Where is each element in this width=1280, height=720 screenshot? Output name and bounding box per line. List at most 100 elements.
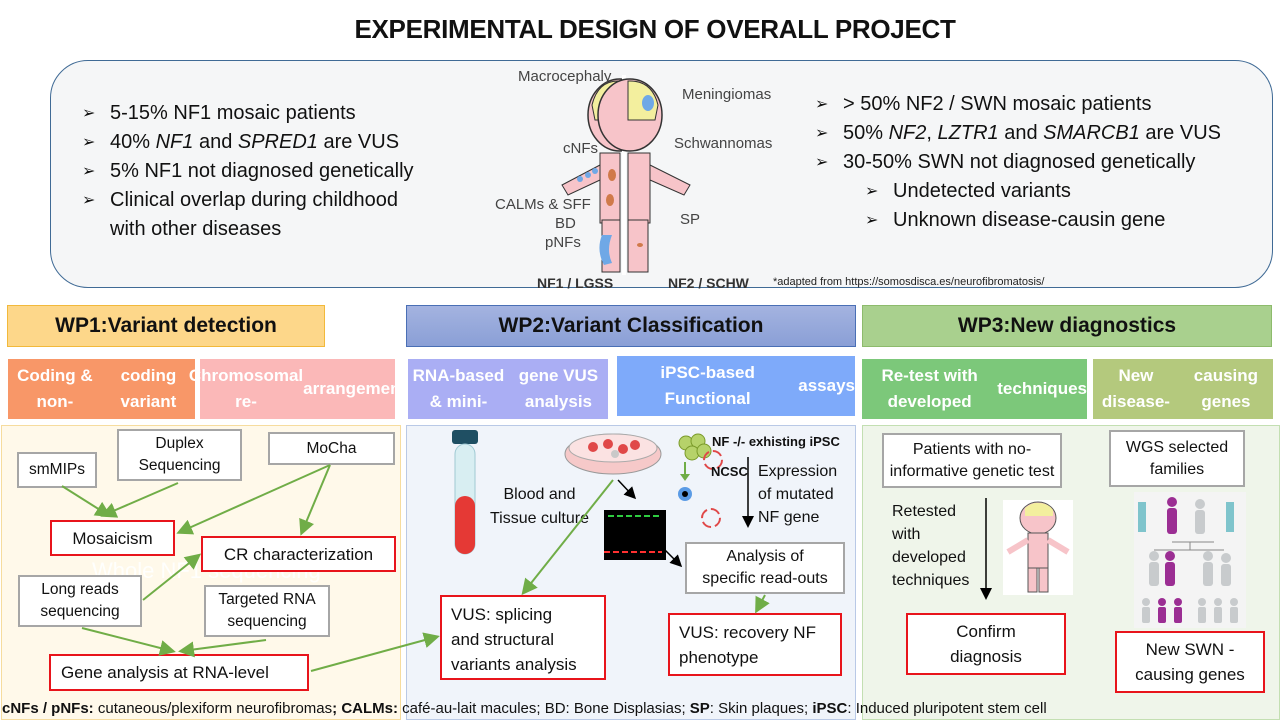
caption-nf2-schw: NF2 / SCHW — [668, 275, 749, 291]
nf1-bullet-list: ➢5-15% NF1 mosaic patients➢40% NF1 and S… — [82, 99, 414, 215]
label-calms-sff: CALMs & SFF — [495, 196, 591, 213]
sub-rna-based: RNA-based & mini-gene VUS analysis — [408, 359, 608, 419]
bullet-text: Unknown disease-causin gene — [893, 209, 1166, 231]
line: developed — [892, 549, 966, 566]
child-thumbnail-image — [1003, 500, 1073, 595]
line: Tissue culture — [490, 510, 589, 527]
ncsc-label: NCSC — [711, 464, 748, 479]
sub-line: assays — [798, 376, 855, 395]
line: WGS selected — [1125, 438, 1229, 456]
differentiation-arrow-icon — [678, 462, 692, 501]
nf2-sub-bullet: ➢Unknown disease-causin gene — [865, 206, 1165, 235]
footer-definition: café-au-lait macules; BD: Bone Displasia… — [397, 700, 690, 717]
sub-line: Re-test with developed — [881, 366, 978, 411]
outcome-cr-characterization: CR characterization — [201, 536, 396, 572]
line: diagnosis — [950, 647, 1022, 666]
petri-dish-icon — [564, 433, 662, 475]
label-sp: SP — [680, 211, 701, 228]
label-schwannomas: Schwannomas — [674, 135, 773, 152]
wp2-header: WP2:Variant Classification — [406, 305, 856, 347]
method-smmips: smMIPs — [17, 452, 97, 488]
page-title: EXPERIMENTAL DESIGN OF OVERALL PROJECT — [354, 14, 956, 44]
outcome-mosaicism: Mosaicism — [50, 520, 175, 556]
bullet-text: > 50% NF2 / SWN mosaic patients — [843, 93, 1152, 115]
bullet-arrow-icon: ➢ — [815, 96, 829, 113]
sub-line: coding variant — [120, 366, 177, 411]
line: of mutated — [758, 486, 834, 503]
bullet-text: Undetected variants — [893, 180, 1071, 202]
line: Confirm — [956, 622, 1016, 641]
nf2-half-body — [597, 78, 691, 273]
footer-definition: cutaneous/plexiform neurofibromas — [93, 700, 333, 717]
outcome-gene-rna-analysis: Gene analysis at RNA-level — [49, 654, 309, 691]
wp1-header: WP1:Variant detection — [7, 305, 325, 347]
method-mocha: MoCha — [268, 432, 395, 465]
bullet-text: 30-50% SWN not diagnosed genetically — [843, 151, 1196, 173]
line: Blood and — [503, 486, 576, 503]
sub-chromosomal-rearrangement: Chromosomal re-arrangement — [189, 359, 406, 419]
patients-box: Patients with no-informative genetic tes… — [882, 433, 1062, 488]
line: informative genetic test — [889, 462, 1055, 480]
nf2-bullet: ➢ 50% NF2, LZTR1 and SMARCB1 are VUS — [815, 119, 1221, 148]
nf1-bullet: ➢ 5% NF1 not diagnosed genetically — [82, 157, 414, 186]
bullet-text: 50% NF2, LZTR1 and SMARCB1 are VUS — [843, 122, 1221, 144]
line: New SWN - — [1145, 640, 1235, 659]
sub-line: RNA-based & mini- — [412, 366, 505, 411]
nf1-bullet: ➢ Clinical overlap during childhood — [82, 186, 414, 215]
blood-tube-icon — [452, 430, 478, 555]
western-blot-image — [604, 510, 666, 560]
bullet-text: Clinical overlap during childhood — [110, 189, 398, 211]
line: families — [1149, 460, 1205, 478]
sub-line: New disease- — [1101, 366, 1170, 411]
line: techniques — [892, 572, 970, 589]
bullet-text: 40% NF1 and SPRED1 are VUS — [110, 131, 400, 153]
line: Long reads — [41, 581, 119, 598]
line: sequencing — [227, 613, 307, 630]
label-meningiomas: Meningiomas — [682, 86, 772, 103]
bullet-arrow-icon: ➢ — [815, 154, 829, 171]
nf2-bullet: ➢ > 50% NF2 / SWN mosaic patients — [815, 90, 1221, 119]
nf2-bullet-list: ➢ > 50% NF2 / SWN mosaic patients ➢ 50% NF2… — [815, 90, 1221, 177]
method-targeted-rna: Targeted RNA sequencing — [204, 585, 330, 637]
label-cnfs: cNFs — [563, 140, 598, 157]
bullet-arrow-icon: ➢ — [82, 192, 96, 209]
wp3-header: WP3:New diagnostics — [862, 305, 1272, 347]
bullet-arrow-icon: ➢ — [82, 105, 96, 122]
line: specific read-outs — [702, 570, 828, 587]
bullet-arrow-icon: ➢ — [815, 125, 829, 142]
line: with — [892, 526, 921, 543]
line: and structural — [451, 630, 554, 649]
line: causing genes — [1135, 665, 1245, 684]
sub-line: Chromosomal re- — [188, 366, 304, 411]
line: Sequencing — [138, 457, 221, 474]
bullet-arrow-icon: ➢ — [82, 134, 96, 151]
line: phenotype — [679, 648, 759, 667]
line: variants analysis — [451, 655, 577, 674]
nf-child-illustration — [561, 75, 691, 275]
label-macrocephaly: Macrocephaly — [518, 68, 612, 85]
bullet-arrow-icon: ➢ — [865, 183, 879, 200]
sub-line: iPSC-based Functional — [660, 363, 755, 408]
label-bd: BD — [555, 215, 576, 232]
bullet-text: 5% NF1 not diagnosed genetically — [110, 160, 414, 182]
nf1-bullet: ➢ 40% NF1 and SPRED1 are VUS — [82, 128, 414, 157]
sub-line: causing genes — [1193, 366, 1259, 411]
line: Duplex — [155, 435, 204, 452]
wgs-families-box: WGS selected families — [1109, 430, 1245, 487]
ipsc-label: NF -/- exhisting iPSC — [712, 434, 840, 449]
ipsc-cluster-icon — [678, 433, 712, 461]
plasmid-icon — [703, 450, 723, 470]
bullet-arrow-icon: ➢ — [82, 163, 96, 180]
sub-coding-variant: Coding & non-coding variant — [8, 359, 195, 419]
line: Targeted RNA — [218, 591, 316, 608]
footer-definition: : Skin plaques; — [709, 700, 813, 717]
nf1-bullet-continuation: with other diseases — [110, 218, 282, 240]
